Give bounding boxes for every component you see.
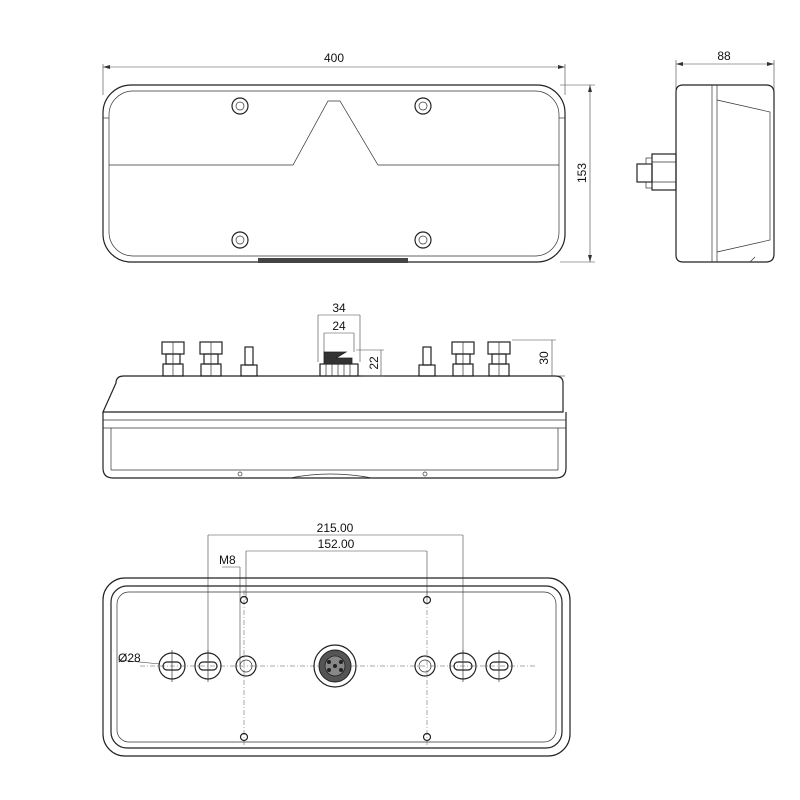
gland-port — [158, 650, 186, 682]
connector-inner-dimension: 24 — [323, 319, 355, 352]
mounting-hole — [422, 595, 432, 605]
plate-light-strip — [258, 258, 408, 263]
lamp-housing-side — [675, 84, 775, 263]
mounting-hole — [239, 732, 249, 742]
inner-spacing-label: 152.00 — [318, 537, 355, 551]
m8-stud — [240, 346, 258, 377]
height-label: 153 — [575, 163, 589, 183]
central-connector — [319, 351, 359, 377]
cable-gland — [161, 341, 185, 377]
gland-diameter-label: Ø28 — [118, 651, 141, 665]
inner-spacing-dimension: 152.00 — [245, 537, 428, 600]
outer-spacing-label: 215.00 — [317, 521, 354, 535]
stud-height-label: 30 — [537, 351, 551, 365]
gland-port — [449, 650, 477, 682]
lamp-housing-back — [102, 577, 571, 757]
side-connector — [636, 153, 677, 191]
width-dimension: 400 — [102, 51, 566, 95]
mounting-hole — [422, 732, 432, 742]
side-view: 88 — [636, 49, 775, 263]
m8-stud-head — [414, 655, 436, 677]
stud-height-dimension: 30 — [512, 339, 565, 377]
depth-label: 88 — [717, 49, 731, 63]
connector-outer-dimension: 34 — [317, 301, 361, 362]
gland-port — [194, 650, 222, 682]
gland-port — [485, 650, 513, 682]
top-view: 34 24 22 30 — [102, 301, 567, 479]
depth-dimension: 88 — [675, 49, 775, 92]
cable-gland — [199, 341, 223, 377]
connector-inner-label: 24 — [332, 319, 346, 333]
front-screw — [414, 231, 432, 249]
cable-gland — [451, 341, 475, 377]
front-screw — [231, 97, 249, 115]
cable-gland — [487, 341, 511, 377]
width-label: 400 — [324, 51, 344, 65]
front-screw — [231, 231, 249, 249]
outer-spacing-dimension: 215.00 — [207, 521, 464, 660]
thread-callout: M8 — [219, 553, 241, 666]
connector-outer-label: 34 — [332, 301, 346, 315]
connector-height-label: 22 — [367, 356, 381, 370]
gland-diameter-callout: Ø28 — [117, 651, 161, 665]
m8-stud — [418, 346, 436, 377]
connector-height-dimension: 22 — [356, 349, 384, 377]
mounting-hole — [239, 595, 249, 605]
lamp-housing-top — [102, 375, 564, 413]
back-view: 215.00 152.00 M8 Ø28 — [102, 521, 571, 757]
front-view: 400 153 — [102, 51, 595, 263]
front-screw — [414, 97, 432, 115]
reflector-triangle-outline — [109, 100, 559, 166]
connector-socket — [313, 644, 357, 688]
thread-label: M8 — [219, 553, 236, 567]
height-dimension: 153 — [560, 84, 595, 263]
m8-stud-head — [235, 655, 257, 677]
lamp-housing-front — [102, 84, 566, 263]
